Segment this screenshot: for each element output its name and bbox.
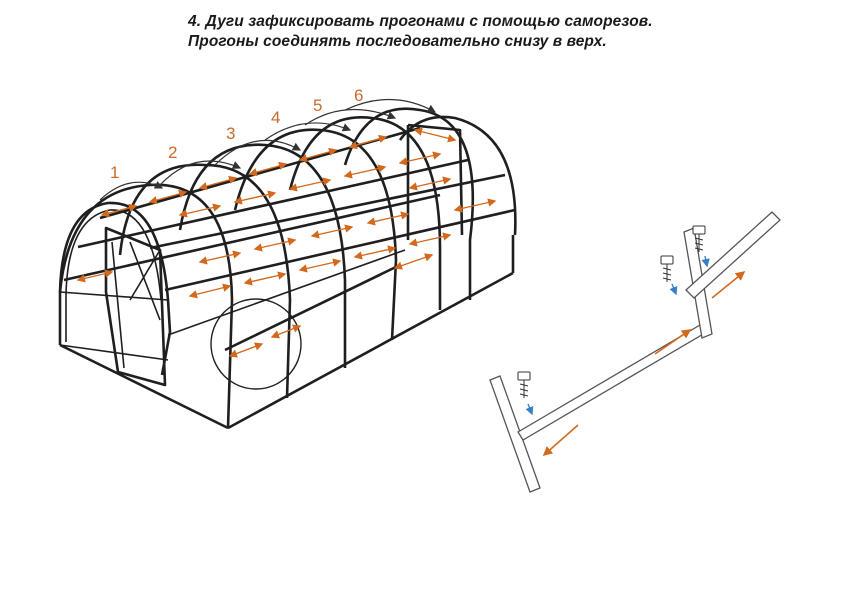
joint-highlight-circle bbox=[210, 298, 302, 390]
purlin-joint-detail bbox=[489, 211, 781, 493]
sequence-labels: 1 2 3 4 5 6 bbox=[110, 86, 363, 182]
purlin-arrows bbox=[76, 127, 497, 358]
front-door-frame bbox=[104, 226, 167, 387]
sequence-arrows bbox=[99, 98, 437, 201]
sequence-label-4: 4 bbox=[271, 108, 280, 127]
purlin-upper-right bbox=[149, 173, 506, 250]
front-arch bbox=[58, 201, 172, 376]
instruction-line-2: Прогоны соединять последовательно снизу … bbox=[188, 33, 607, 50]
base-rail-front bbox=[59, 343, 229, 430]
screw-icon bbox=[517, 371, 531, 398]
purlin-mid-right bbox=[164, 208, 516, 292]
arch-3 bbox=[178, 143, 347, 368]
sequence-label-5: 5 bbox=[313, 96, 322, 115]
sequence-label-2: 2 bbox=[168, 143, 177, 162]
back-arch bbox=[398, 115, 517, 236]
instruction-line-1: 4. Дуги зафиксировать прогонами с помощь… bbox=[188, 13, 653, 30]
arc-post-left bbox=[489, 375, 541, 493]
purlin-mid-left bbox=[63, 193, 441, 282]
sequence-label-3: 3 bbox=[226, 124, 235, 143]
greenhouse-frame bbox=[58, 107, 517, 430]
screw-icon bbox=[660, 255, 674, 282]
sequence-label-1: 1 bbox=[110, 163, 119, 182]
sequence-label-6: 6 bbox=[354, 86, 363, 105]
arch-1 bbox=[58, 183, 234, 429]
instruction-caption: 4. Дуги зафиксировать прогонами с помощь… bbox=[188, 12, 653, 52]
base-rail-long bbox=[227, 271, 514, 430]
purlin-low-right bbox=[224, 263, 401, 352]
assembly-direction-arrows bbox=[542, 270, 746, 457]
purlin-lower bbox=[517, 324, 706, 441]
purlin-upper bbox=[685, 211, 781, 299]
screw-direction-arrows bbox=[525, 255, 710, 416]
screw-icon bbox=[692, 225, 706, 252]
arch-5 bbox=[288, 115, 442, 310]
